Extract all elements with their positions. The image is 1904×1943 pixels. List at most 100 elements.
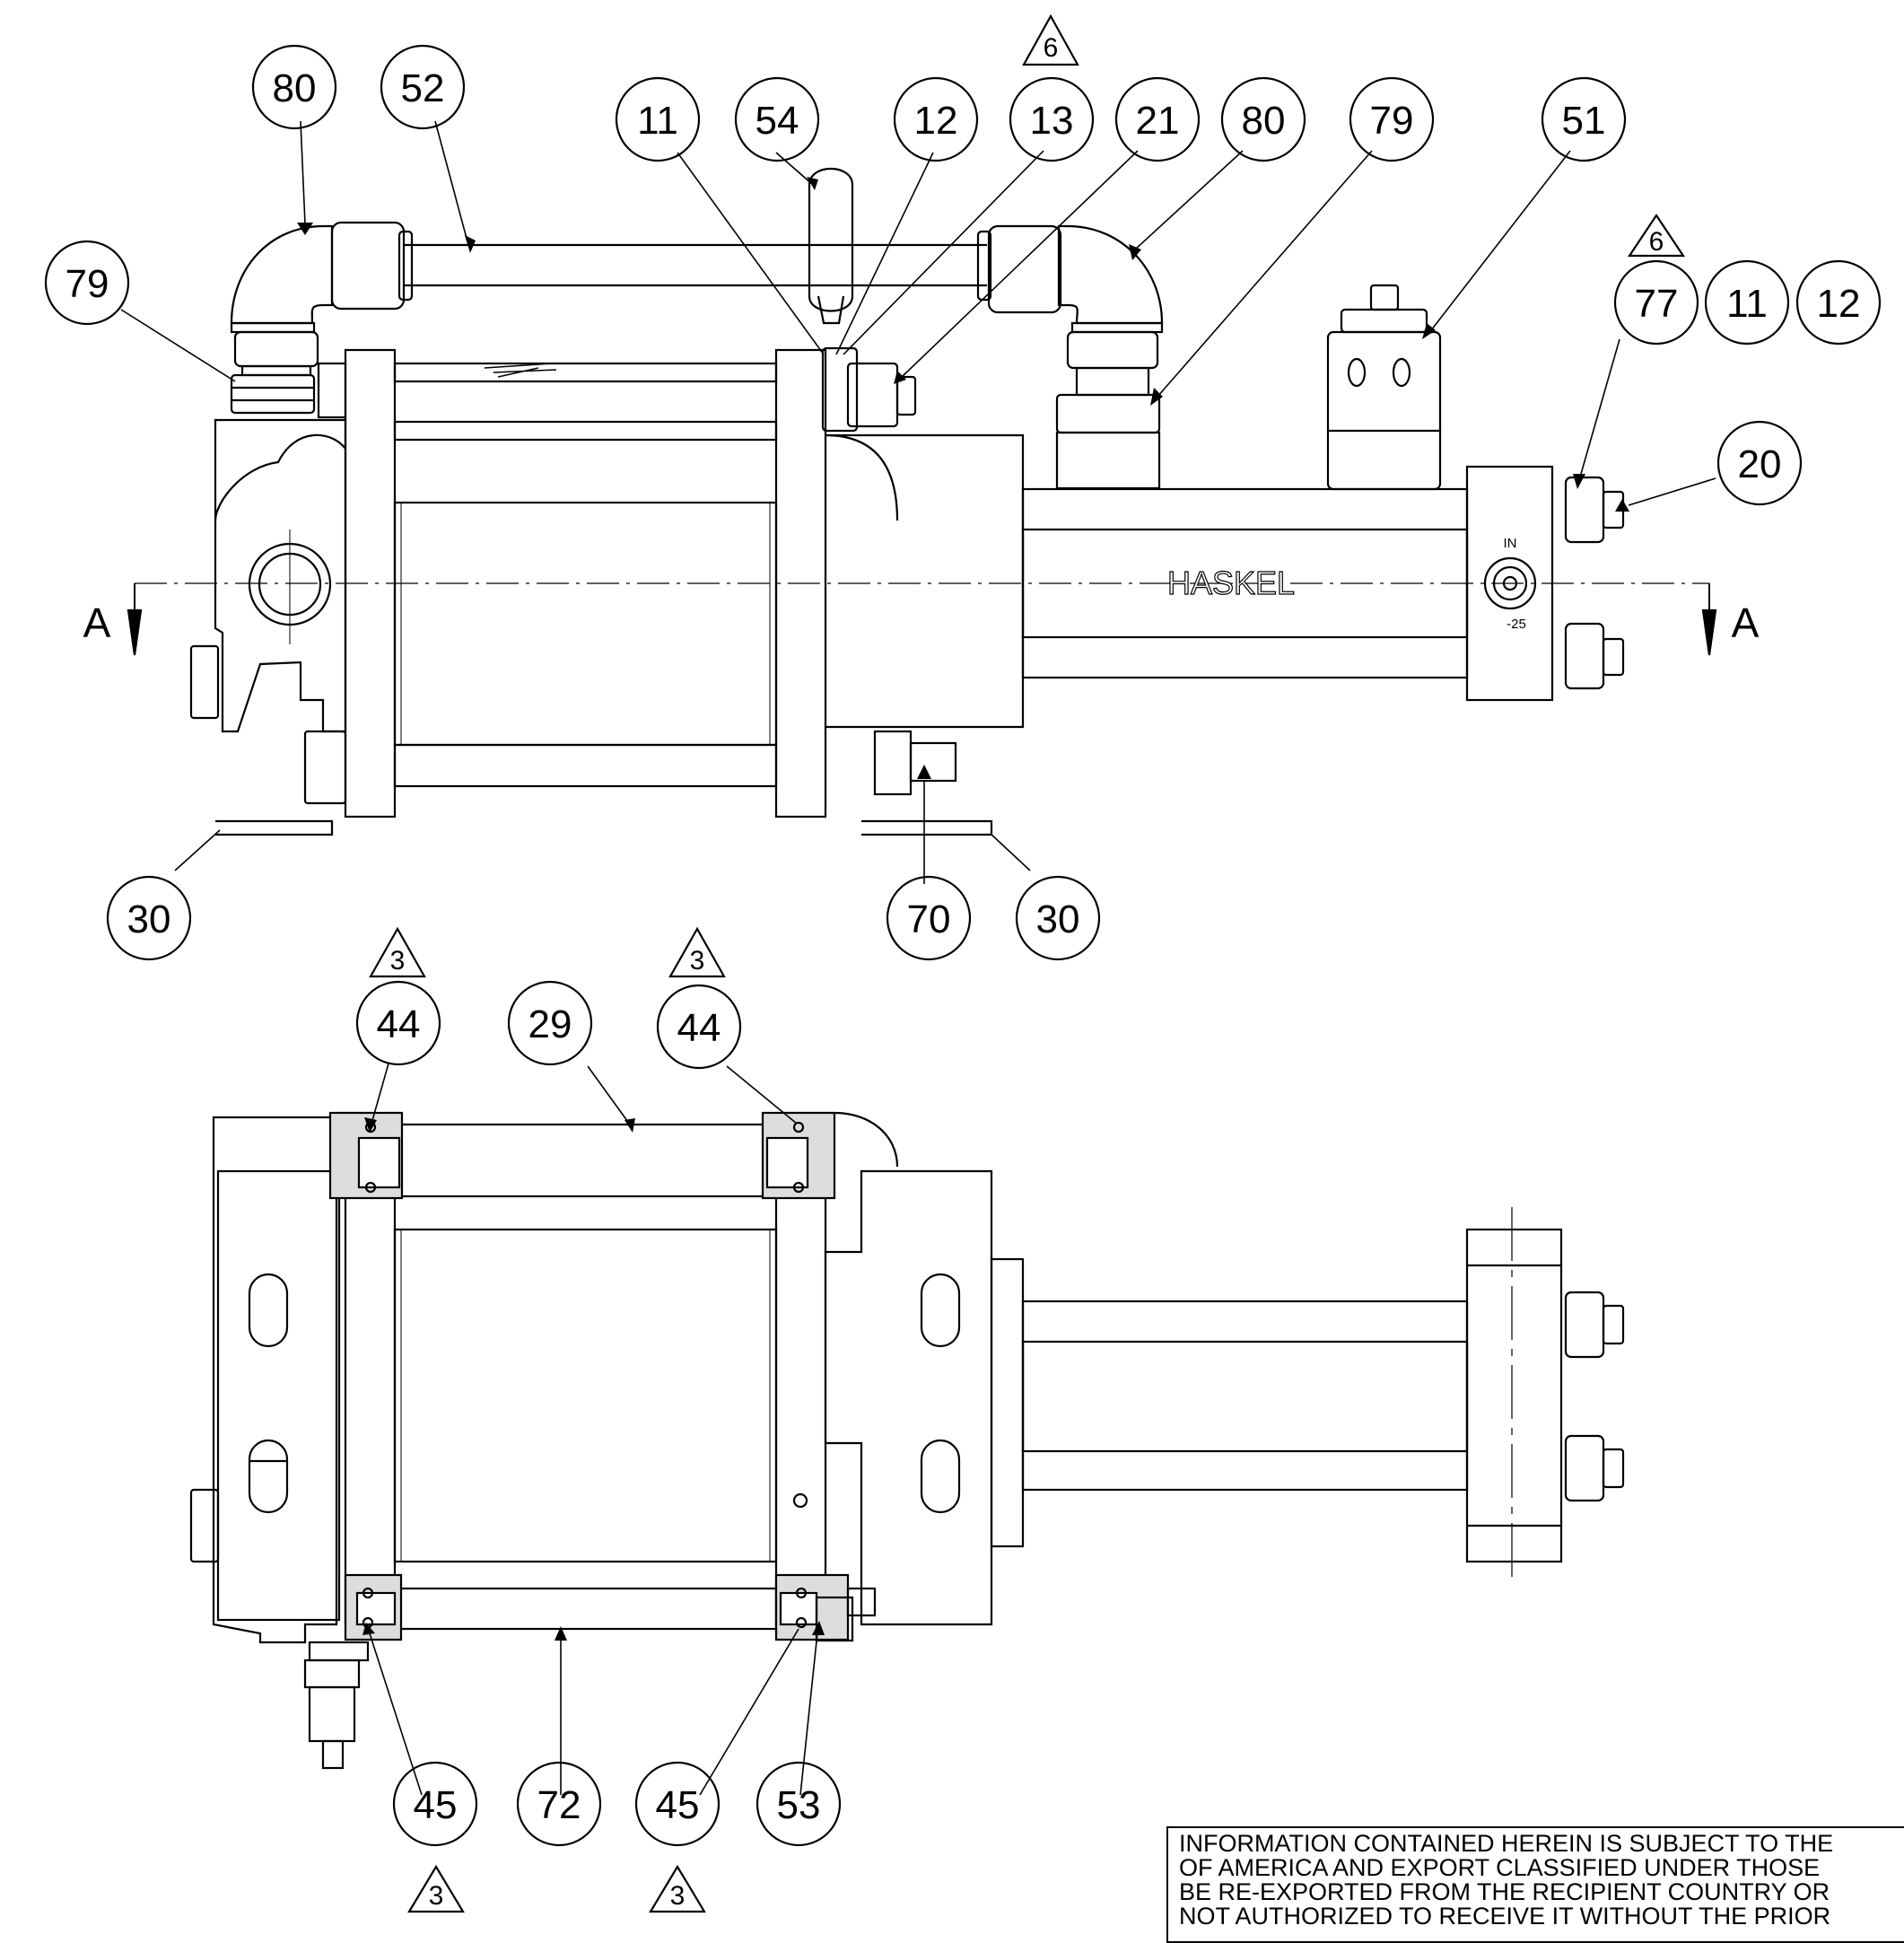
export-control-notice: INFORMATION CONTAINED HEREIN IS SUBJECT … [1166, 1826, 1904, 1943]
revision-triangle-3-d: 3 [649, 1864, 706, 1913]
balloon-30-a: 30 [106, 875, 192, 961]
svg-text:30: 30 [127, 897, 171, 941]
balloon-53: 53 [755, 1761, 842, 1847]
air-barrel [393, 501, 778, 747]
revision-triangles: 6 6 3 3 3 3 [369, 13, 1686, 1913]
svg-text:80: 80 [273, 66, 317, 110]
revision-triangle-3-c: 3 [407, 1864, 465, 1913]
arrowheads-bottom [362, 1117, 825, 1641]
left-foot-bracket [215, 819, 334, 836]
svg-text:12: 12 [914, 99, 958, 143]
left-elbow-fitting [230, 224, 334, 325]
left-hex-fitting-79 [230, 373, 316, 415]
notice-line-4: NOT AUTHORIZED TO RECEIVE IT WITHOUT THE… [1179, 1903, 1831, 1930]
svg-text:79: 79 [66, 262, 109, 306]
right-slot-upper [920, 1273, 961, 1348]
balloon-21: 21 [1114, 76, 1201, 162]
right-cap-bottom [824, 1169, 993, 1626]
lower-end-nut [1564, 1434, 1605, 1502]
balloons: 80 52 11 54 12 13 21 80 79 51 79 77 11 1… [44, 44, 1882, 1847]
notice-line-3: BE RE-EXPORTED FROM THE RECIPIENT COUNTR… [1179, 1878, 1830, 1905]
right-elbow-nut [987, 224, 1062, 314]
notice-line-1: INFORMATION CONTAINED HEREIN IS SUBJECT … [1179, 1830, 1834, 1857]
svg-text:13: 13 [1030, 99, 1074, 143]
svg-text:80: 80 [1242, 99, 1286, 143]
svg-text:44: 44 [377, 1002, 421, 1046]
svg-text:44: 44 [677, 1006, 721, 1050]
right-section-arrow [1701, 608, 1717, 656]
balloon-44-b: 44 [656, 984, 742, 1070]
svg-text:77: 77 [1635, 282, 1679, 326]
svg-text:30: 30 [1036, 897, 1080, 941]
left-air-cap [214, 418, 347, 733]
revision-triangle-6-b: 6 [1627, 214, 1686, 258]
balloon-44-a: 44 [355, 980, 441, 1066]
notice-line-2: OF AMERICA AND EXPORT CLASSIFIED UNDER T… [1179, 1854, 1821, 1881]
size-label: -25 [1507, 617, 1526, 632]
svg-text:6: 6 [1649, 227, 1664, 257]
section-label-right: A [1732, 600, 1760, 646]
svg-text:3: 3 [690, 946, 705, 976]
cylinder-bottom [1021, 1300, 1469, 1492]
balloon-52: 52 [380, 44, 466, 130]
balloon-80-a: 80 [251, 44, 337, 130]
balloon-70: 70 [886, 875, 972, 961]
balloon-54: 54 [734, 76, 820, 162]
lower-tie-rod [393, 743, 778, 788]
left-section-arrow [127, 608, 143, 656]
balloon-29: 29 [507, 980, 593, 1066]
leaders-top [120, 120, 1716, 884]
pilot-valve-handle [808, 167, 854, 312]
right-end-plate [774, 348, 827, 818]
upper-rod-bottom [393, 1123, 778, 1198]
balloon-45-a: 45 [392, 1761, 478, 1847]
left-slot-lower [248, 1439, 289, 1514]
svg-text:54: 54 [755, 99, 799, 143]
right-foot-bracket [861, 819, 993, 836]
svg-text:72: 72 [537, 1783, 581, 1827]
right-hex-nut [1066, 330, 1159, 370]
svg-text:11: 11 [1726, 282, 1768, 326]
balloon-72: 72 [516, 1761, 602, 1847]
balloon-80-b: 80 [1220, 76, 1306, 162]
svg-text:51: 51 [1562, 99, 1606, 143]
svg-text:3: 3 [670, 1881, 686, 1911]
left-bottom-bolt [189, 1488, 220, 1563]
svg-text:70: 70 [907, 897, 951, 941]
svg-text:21: 21 [1136, 99, 1180, 143]
balloon-12-b: 12 [1795, 259, 1882, 346]
left-pivot-boss [214, 433, 346, 521]
svg-text:29: 29 [528, 1002, 572, 1046]
svg-text:11: 11 [637, 99, 678, 143]
crossover-tube [404, 243, 987, 287]
revision-triangle-3-a: 3 [369, 926, 426, 978]
upper-outlet-nut-77 [1564, 476, 1605, 544]
balloon-77: 77 [1613, 259, 1699, 346]
svg-text:20: 20 [1738, 442, 1782, 486]
svg-text:6: 6 [1044, 33, 1059, 63]
left-plate-bottom [344, 1165, 397, 1626]
upper-tie-rod [393, 362, 778, 383]
barrel-bottom [393, 1228, 778, 1563]
balloon-13: 13 [1009, 76, 1095, 162]
section-label-left: A [83, 600, 111, 646]
svg-text:45: 45 [414, 1783, 458, 1827]
left-elbow-nut [330, 221, 406, 311]
lower-rod-bottom [393, 1587, 778, 1631]
plug-53 [815, 1596, 854, 1642]
balloon-79-b: 79 [44, 240, 130, 326]
balloon-79-a: 79 [1349, 76, 1435, 162]
balloon-45-b: 45 [634, 1761, 721, 1847]
leaders-bottom [367, 1063, 819, 1796]
revision-triangle-6-a: 6 [1022, 13, 1079, 66]
outlet-port [1483, 556, 1537, 610]
left-cap-bottom [212, 1116, 338, 1644]
svg-text:79: 79 [1370, 99, 1414, 143]
balloon-20: 20 [1716, 420, 1803, 506]
upper-end-nut [1564, 1291, 1605, 1359]
lower-outlet-nut [1564, 622, 1605, 690]
svg-text:3: 3 [429, 1881, 444, 1911]
balloon-11-b: 11 [1704, 259, 1790, 346]
bottom-view [189, 1063, 1625, 1796]
